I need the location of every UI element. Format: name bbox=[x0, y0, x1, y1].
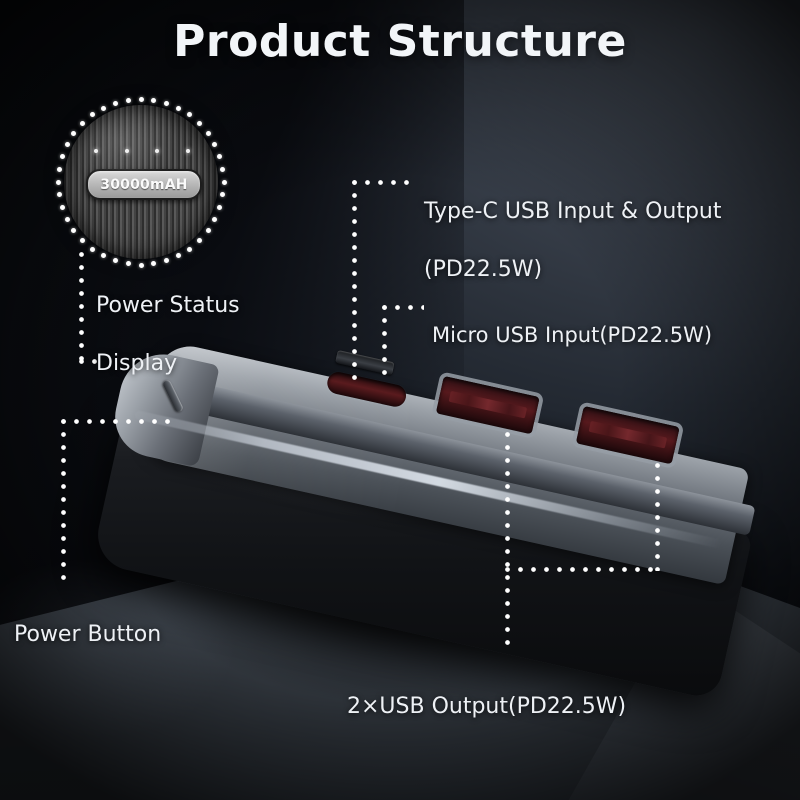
magnifier-ring-dot bbox=[212, 217, 218, 223]
callout-power-status-display-line1: Power Status bbox=[96, 293, 240, 318]
magnifier-ring-dot bbox=[56, 166, 62, 172]
magnifier-ring-dot bbox=[176, 105, 182, 111]
ribbed-surface-texture: 30000mAH bbox=[64, 105, 218, 259]
magnifier-ring-dot bbox=[56, 192, 62, 198]
magnifier-ring-dot bbox=[100, 105, 106, 111]
magnifier-ring-dot bbox=[220, 192, 226, 198]
magnifier-ring-dot bbox=[205, 228, 211, 234]
magnifier-ring-dot bbox=[217, 205, 223, 211]
magnifier-ring-dot bbox=[151, 261, 157, 267]
magnifier-ring-dot bbox=[164, 258, 170, 264]
callout-type-c-line1: Type-C USB Input & Output bbox=[424, 199, 722, 224]
magnifier-ring-dot bbox=[59, 153, 65, 159]
magnifier-ring-dot bbox=[212, 141, 218, 147]
magnifier-dotted-ring bbox=[55, 96, 227, 268]
leader-line-type-c-vertical bbox=[352, 180, 357, 388]
leader-line-usb-output-horizontal bbox=[505, 567, 660, 572]
magnifier-ring-dot bbox=[112, 258, 118, 264]
leader-line-usb-output-left-vertical bbox=[505, 432, 510, 650]
magnifier-ring-dot bbox=[176, 253, 182, 259]
magnifier-ring-dot bbox=[217, 153, 223, 159]
leader-line-power-status-vertical bbox=[79, 252, 84, 364]
magnifier-ring-dot bbox=[151, 97, 157, 103]
page-title: Product Structure bbox=[173, 16, 627, 67]
usb-tongue bbox=[448, 390, 528, 419]
callout-type-c-line2: (PD22.5W) bbox=[424, 257, 543, 282]
callout-power-button: Power Button bbox=[14, 591, 161, 678]
callout-power-button-line1: Power Button bbox=[14, 622, 162, 647]
leader-line-power-button-horizontal bbox=[61, 419, 173, 424]
magnifier-ring-dot bbox=[79, 120, 85, 126]
magnifier-ring-dot bbox=[64, 141, 70, 147]
power-status-display-magnifier: 30000mAH bbox=[55, 96, 227, 268]
magnifier-ring-dot bbox=[125, 97, 131, 103]
leader-line-power-button-vertical bbox=[61, 419, 66, 582]
callout-power-status-display: Power Status Display bbox=[96, 262, 240, 407]
magnifier-ring-dot bbox=[89, 112, 95, 118]
magnifier-ring-dot bbox=[197, 120, 203, 126]
magnifier-ring-dot bbox=[138, 262, 144, 268]
magnifier-ring-dot bbox=[100, 253, 106, 259]
callout-usb-output: 2×USB Output(PD22.5W) bbox=[347, 663, 626, 750]
magnifier-ring-dot bbox=[164, 100, 170, 106]
magnifier-ring-dot bbox=[89, 246, 95, 252]
magnifier-ring-dot bbox=[55, 179, 61, 185]
callout-micro-usb: Micro USB Input(PD22.5W) bbox=[432, 292, 712, 379]
magnifier-ring-dot bbox=[187, 246, 193, 252]
magnifier-ring-dot bbox=[79, 238, 85, 244]
magnifier-ring-dot bbox=[64, 217, 70, 223]
magnifier-ring-dot bbox=[71, 228, 77, 234]
magnifier-ring-dot bbox=[205, 130, 211, 136]
leader-line-power-status-horizontal bbox=[79, 359, 103, 364]
callout-micro-usb-line1: Micro USB Input(PD22.5W) bbox=[432, 323, 713, 347]
leader-line-micro-usb-vertical bbox=[382, 305, 387, 375]
leader-line-micro-usb-horizontal bbox=[382, 305, 424, 310]
magnifier-ring-dot bbox=[59, 205, 65, 211]
magnifier-ring-dot bbox=[187, 112, 193, 118]
magnifier-ring-dot bbox=[125, 261, 131, 267]
magnifier-ring-dot bbox=[220, 166, 226, 172]
callout-usb-output-line1: 2×USB Output(PD22.5W) bbox=[347, 694, 627, 719]
magnifier-ring-dot bbox=[197, 238, 203, 244]
magnifier-ring-dot bbox=[221, 179, 227, 185]
magnifier-ring-dot bbox=[112, 100, 118, 106]
callout-power-status-display-line2: Display bbox=[96, 351, 178, 376]
leader-line-usb-output-right-vertical bbox=[655, 463, 660, 571]
magnifier-ring-dot bbox=[138, 96, 144, 102]
usb-tongue bbox=[588, 420, 668, 449]
callout-type-c: Type-C USB Input & Output (PD22.5W) bbox=[424, 168, 722, 313]
magnifier-ring-dot bbox=[71, 130, 77, 136]
leader-line-type-c-horizontal bbox=[352, 180, 414, 185]
